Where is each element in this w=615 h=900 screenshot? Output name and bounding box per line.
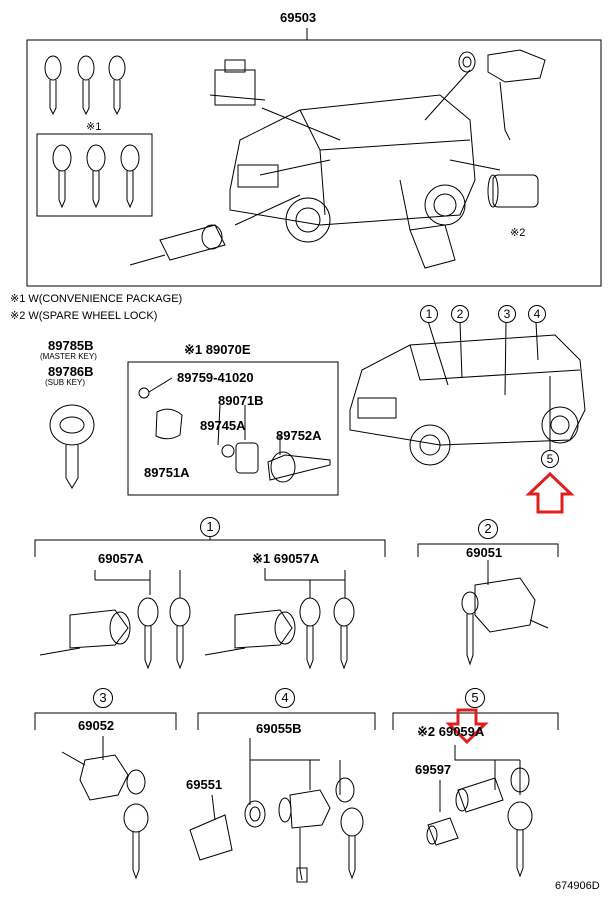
sub-key-part: 89786B	[48, 364, 94, 379]
group1-right-part: ※1 69057A	[252, 551, 320, 566]
top-vehicle	[229, 69, 501, 243]
group2-art	[461, 560, 549, 666]
group4-part: 69055B	[256, 721, 302, 736]
remote-kit-art	[138, 377, 331, 483]
group3-number: 3	[93, 688, 113, 708]
vehicle-callout-3: 3	[498, 305, 516, 323]
group4-bracket	[197, 712, 376, 730]
top-parts	[129, 49, 546, 269]
group4-art	[189, 738, 364, 883]
highlight-arrow-down	[445, 708, 489, 745]
mid-vehicle	[349, 320, 586, 466]
note-1: ※1 W(CONVENIENCE PACKAGE)	[10, 293, 183, 305]
group3-art	[61, 736, 149, 880]
group4-number: 4	[275, 688, 295, 708]
footer-code: 674906D	[555, 880, 600, 892]
key-part: 89752A	[276, 428, 322, 443]
top-keys	[36, 55, 153, 217]
master-key-art	[49, 404, 95, 489]
transmitter-part: 89071B	[218, 393, 264, 408]
master-key-label: (MASTER KEY)	[40, 352, 97, 361]
group5-sub-part: 69597	[415, 762, 452, 777]
group2-number: 2	[478, 519, 498, 539]
vehicle-callout-1: 1	[420, 305, 438, 323]
vehicle-callout-4: 4	[528, 305, 546, 323]
sub-key-label: (SUB KEY)	[45, 378, 86, 387]
group3-part: 69052	[78, 718, 115, 733]
group5-number: 5	[465, 688, 485, 708]
vehicle-callout-2: 2	[451, 305, 469, 323]
master-key-part: 89785B	[48, 338, 94, 353]
group2-part: 69051	[466, 545, 503, 560]
note-2: ※2 W(SPARE WHEEL LOCK)	[10, 310, 158, 322]
remote-kit-box	[127, 361, 339, 496]
highlight-arrow-up	[525, 471, 575, 514]
group1-number: 1	[200, 517, 220, 537]
remote-kit-title: ※1 89070E	[184, 342, 251, 357]
note-ref-2: ※2	[510, 227, 526, 239]
main-part-number: 69503	[280, 10, 317, 25]
group1-art	[39, 568, 355, 670]
group2-bracket	[417, 543, 559, 557]
case-part: 89751A	[144, 465, 190, 480]
screw-part: 89759-41020	[177, 370, 254, 385]
vehicle-callout-5: 5	[541, 450, 559, 468]
group4-sub-part: 69551	[186, 777, 223, 792]
top-frame	[26, 39, 602, 287]
group1-left-part: 69057A	[98, 551, 144, 566]
group5-part: ※2 69059A	[417, 724, 485, 739]
group3-bracket	[34, 712, 177, 730]
group5-art	[426, 745, 533, 878]
battery-part: 89745A	[200, 418, 246, 433]
group1-bracket	[34, 539, 386, 557]
note-ref-1: ※1	[86, 121, 102, 133]
